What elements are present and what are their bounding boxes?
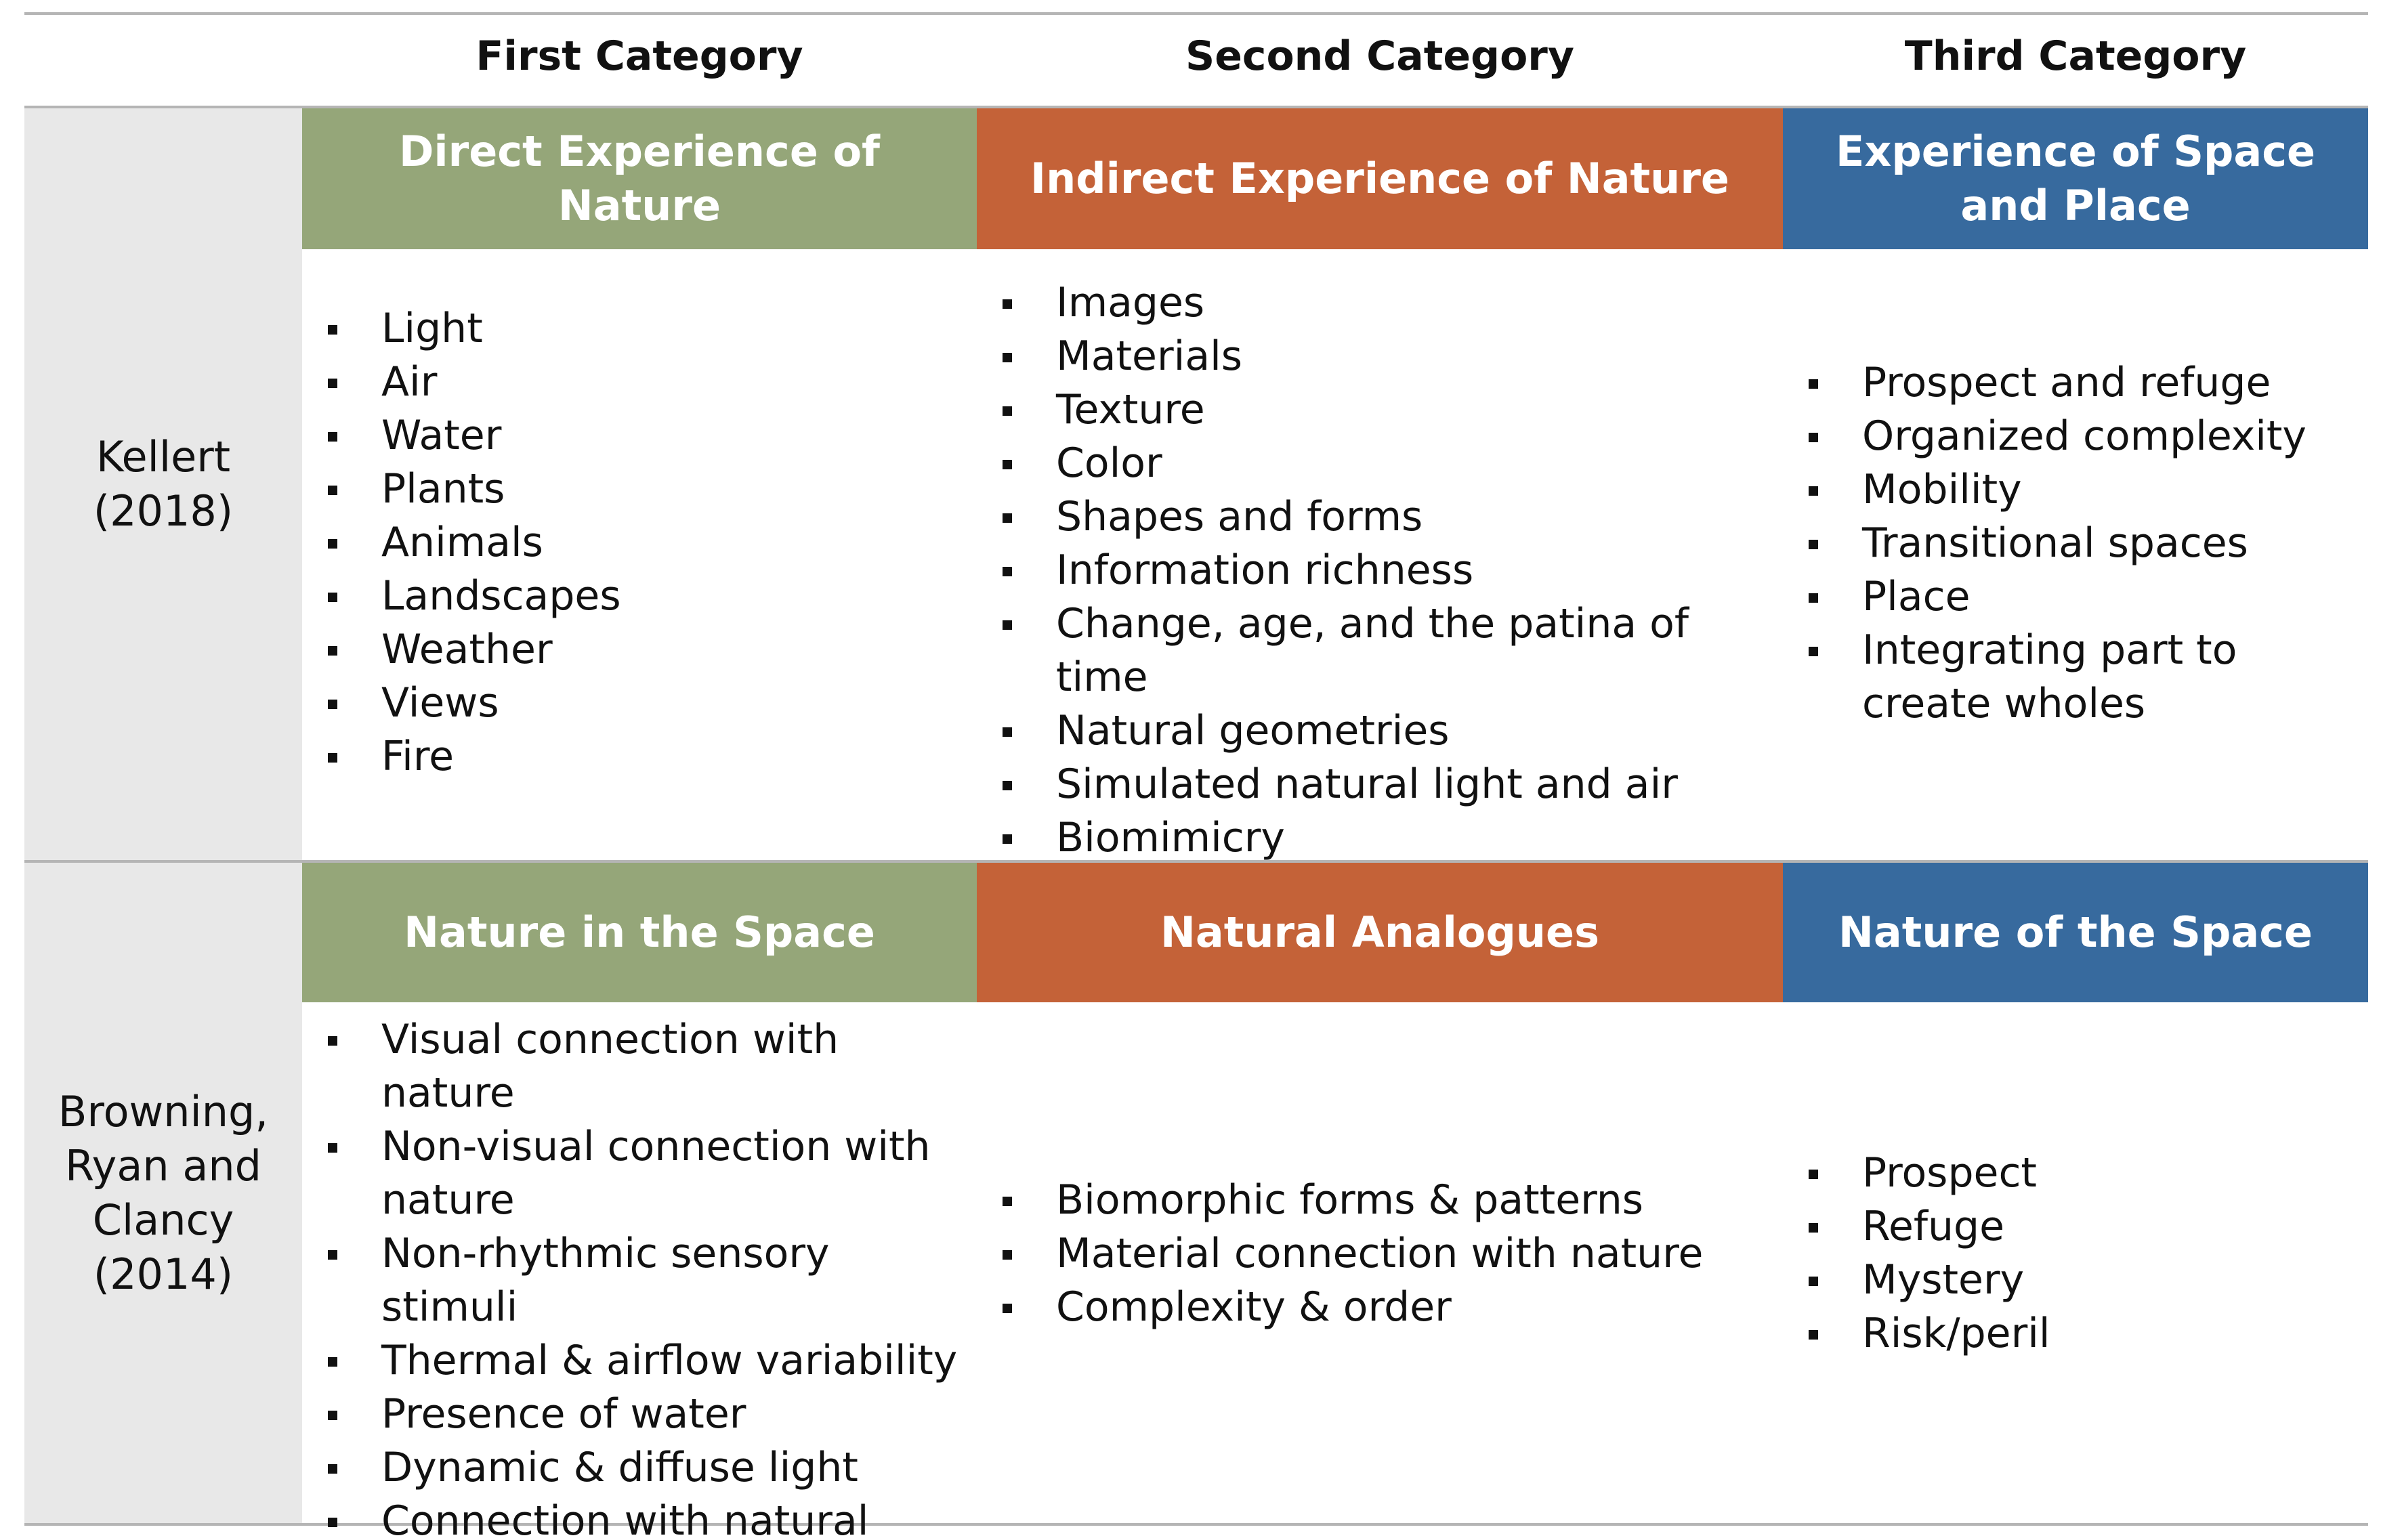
list-direct-experience: Light Air Water Plants Animals Landscape… — [302, 302, 966, 784]
list-item: Refuge — [1783, 1200, 2368, 1254]
list-natural-analogues: Biomorphic forms & patterns Material con… — [977, 1174, 1783, 1334]
list-item: Simulated natural light and air — [977, 758, 1783, 811]
list-item: Air — [302, 356, 966, 409]
list-item: Information richness — [977, 544, 1783, 597]
author-line: (2018) — [93, 486, 234, 536]
column-header-third: Third Category — [1904, 33, 2247, 80]
author-line: (2014) — [93, 1249, 234, 1299]
list-item: Connection with natural systems — [302, 1495, 966, 1540]
column-header-first: First Category — [476, 33, 803, 80]
top-rule — [24, 12, 2368, 15]
list-item: Weather — [302, 623, 966, 677]
category-header-indirect-experience: Indirect Experience of Nature — [977, 108, 1783, 249]
list-item: Presence of water — [302, 1388, 966, 1441]
list-item: Water — [302, 409, 966, 463]
list-item: Material connection with nature — [977, 1227, 1783, 1281]
list-item: Plants — [302, 463, 966, 516]
list-item: Change, age, and the patina of time — [977, 597, 1783, 704]
author-cell-browning: Browning, Ryan and Clancy (2014) — [24, 863, 302, 1523]
list-indirect-experience: Images Materials Texture Color Shapes an… — [977, 276, 1783, 865]
list-item: Landscapes — [302, 570, 966, 623]
list-item: Non-rhythmic sensory stimuli — [302, 1227, 966, 1334]
list-item: Place — [1783, 570, 2368, 624]
list-item: Texture — [977, 383, 1783, 437]
list-item: Light — [302, 302, 966, 356]
list-item: Biomimicry — [977, 811, 1783, 865]
list-item: Views — [302, 677, 966, 730]
author-line: Kellert — [96, 432, 231, 482]
category-header-nature-in-space: Nature in the Space — [302, 863, 977, 1002]
list-item: Complexity & order — [977, 1281, 1783, 1334]
list-item: Visual connection with nature — [302, 1013, 966, 1120]
list-item: Integrating part to create wholes — [1783, 624, 2368, 731]
list-item: Risk/peril — [1783, 1307, 2368, 1361]
author-cell-kellert: Kellert (2018) — [24, 108, 302, 860]
row-divider-rule — [24, 860, 2368, 863]
list-item: Thermal & airflow variability — [302, 1334, 966, 1388]
list-nature-of-space: Prospect Refuge Mystery Risk/peril — [1783, 1147, 2368, 1361]
list-item: Dynamic & diffuse light — [302, 1441, 966, 1495]
author-line: Ryan and — [64, 1140, 262, 1191]
bottom-rule — [24, 1523, 2368, 1526]
list-space-and-place: Prospect and refuge Organized complexity… — [1783, 356, 2368, 731]
header-rule — [24, 106, 2368, 108]
column-header-second: Second Category — [1185, 33, 1574, 80]
category-header-direct-experience: Direct Experience of Nature — [302, 108, 977, 249]
list-item: Images — [977, 276, 1783, 330]
category-header-space-and-place: Experience of Space and Place — [1783, 108, 2368, 249]
list-item: Natural geometries — [977, 704, 1783, 758]
list-item: Transitional spaces — [1783, 517, 2368, 570]
list-item: Prospect and refuge — [1783, 356, 2368, 410]
list-item: Biomorphic forms & patterns — [977, 1174, 1783, 1227]
list-nature-in-space: Visual connection with nature Non-visual… — [302, 1013, 966, 1540]
list-item: Materials — [977, 330, 1783, 383]
category-header-natural-analogues: Natural Analogues — [977, 863, 1783, 1002]
category-header-nature-of-space: Nature of the Space — [1783, 863, 2368, 1002]
list-item: Prospect — [1783, 1147, 2368, 1200]
list-item: Non-visual connection with nature — [302, 1120, 966, 1227]
list-item: Shapes and forms — [977, 490, 1783, 544]
list-item: Fire — [302, 730, 966, 784]
list-item: Color — [977, 437, 1783, 490]
list-item: Mystery — [1783, 1254, 2368, 1307]
list-item: Mobility — [1783, 463, 2368, 517]
author-line: Browning, — [58, 1086, 269, 1136]
author-line: Clancy — [92, 1195, 234, 1245]
list-item: Animals — [302, 516, 966, 570]
list-item: Organized complexity — [1783, 410, 2368, 463]
